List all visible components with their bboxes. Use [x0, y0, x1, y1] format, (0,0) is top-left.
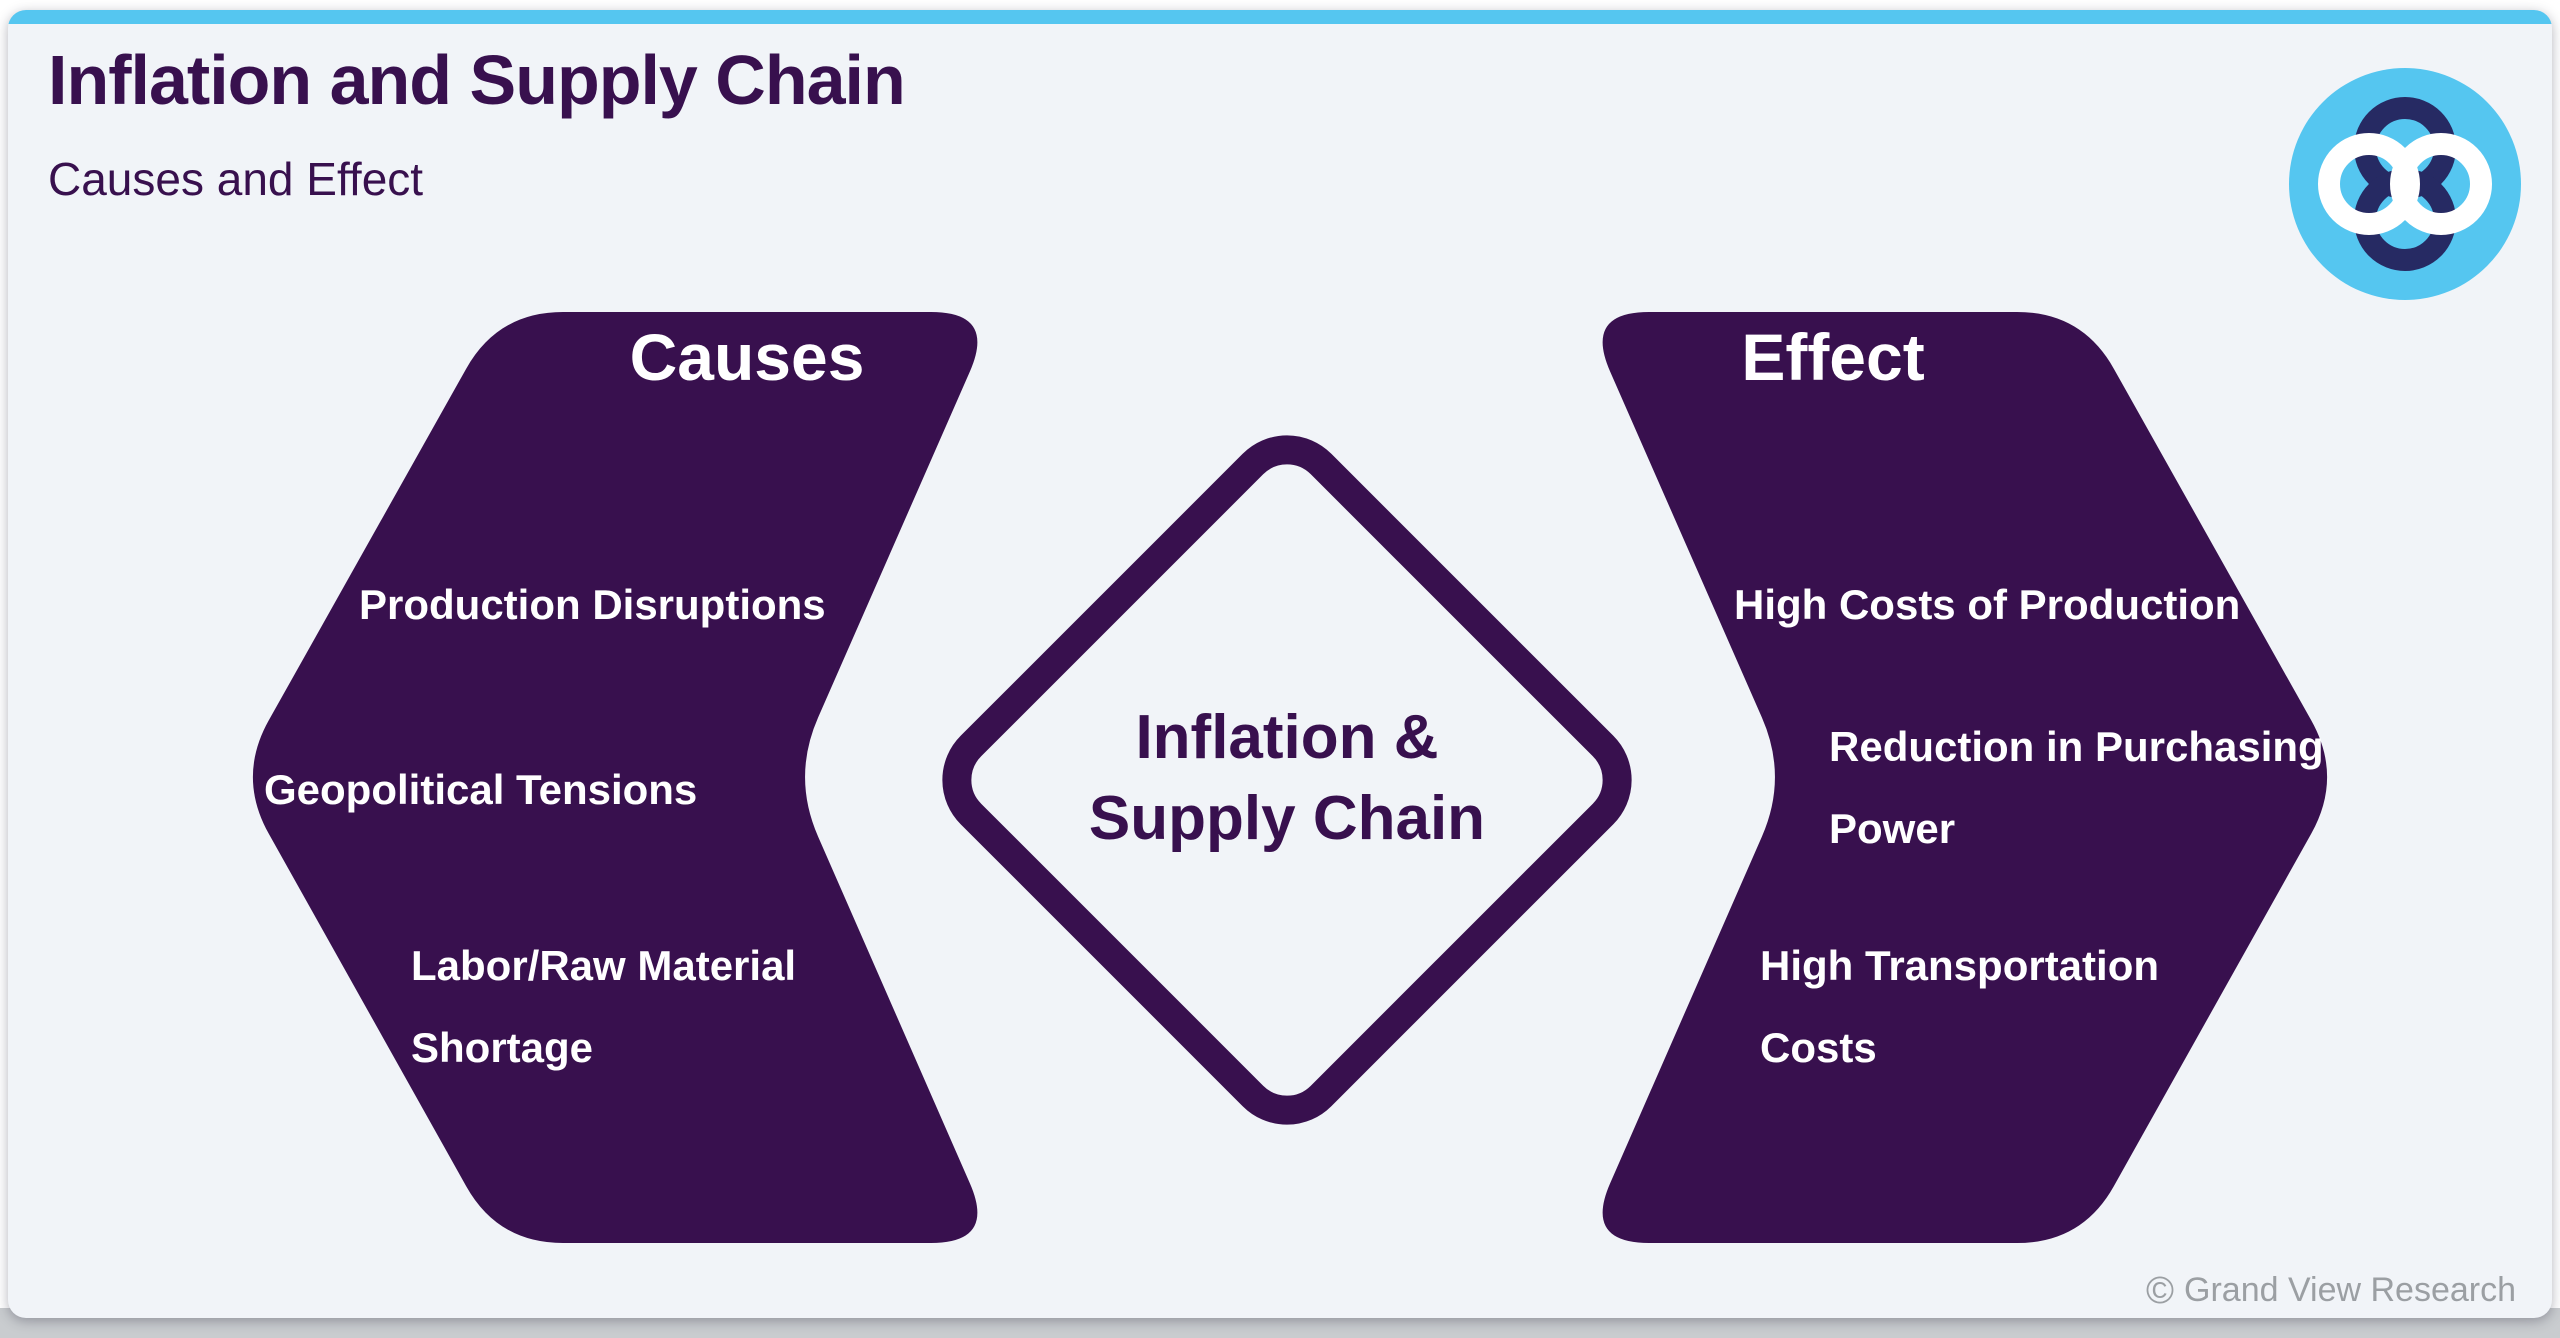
page-title: Inflation and Supply Chain: [48, 41, 906, 119]
causes-item-production-disruptions: Production Disruptions: [359, 581, 826, 628]
center-diamond-shape: [942, 435, 1632, 1125]
effect-title: Effect: [1741, 320, 1925, 394]
grand-view-research-logo: [2289, 68, 2521, 300]
center-label-line1: Inflation &: [1135, 703, 1439, 772]
causes-title: Causes: [629, 320, 865, 394]
effect-item-high-transportation-costs: High Transportation Costs: [1760, 942, 2159, 1071]
causes-item-labor-raw-material-shortage: Labor/Raw Material Shortage: [411, 942, 797, 1071]
infographic-card: Inflation and Supply Chain Causes and Ef…: [8, 10, 2552, 1318]
center-label-line2: Supply Chain: [1088, 783, 1486, 853]
copyright-icon: ©: [2146, 1269, 2175, 1312]
logo-infinity-right: [2390, 133, 2492, 235]
causes-chevron-shape: [252, 312, 978, 1243]
diagram-canvas: [252, 312, 2328, 1243]
effect-item-high-costs-of-production: High Costs of Production: [1734, 581, 2241, 628]
effect-item-reduction-in-purchasing-power: Reduction in Purchasing Power: [1829, 723, 2324, 852]
effect-chevron-shape: [1602, 312, 2328, 1243]
credit-text: Grand View Research: [2184, 1271, 2516, 1309]
top-accent-bar: [8, 10, 2552, 24]
credit-line: © Grand View Research: [2146, 1271, 2516, 1310]
causes-item-geopolitical-tensions: Geopolitical Tensions: [264, 766, 698, 813]
center-diamond-label: Inflation & Supply Chain: [987, 698, 1587, 859]
page-subtitle: Causes and Effect: [48, 153, 424, 205]
